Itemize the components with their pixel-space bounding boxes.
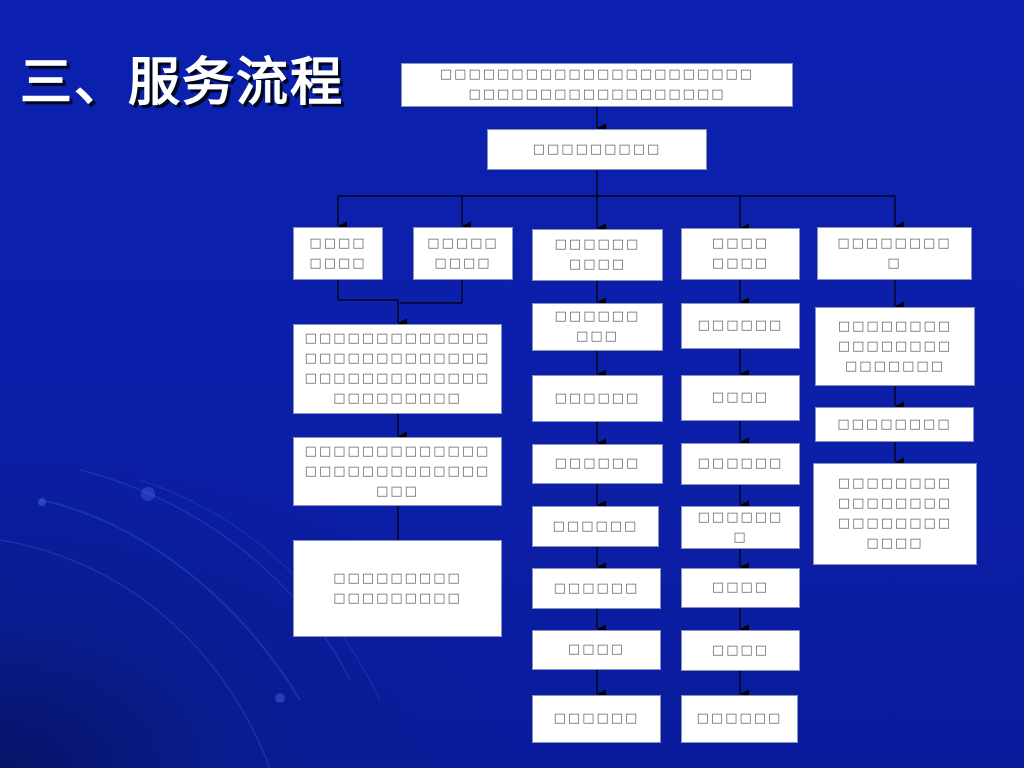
flow-box-c3-step1: □□□□□□ bbox=[681, 303, 800, 349]
flow-box-c2-step1: □□□□□□ □□□ bbox=[532, 303, 663, 351]
flow-box-c1-step3: □□□□□□□□□ □□□□□□□□□ bbox=[293, 540, 502, 637]
flow-box-c4-step1: □□□□□□□□ □□□□□□□□ □□□□□□□ bbox=[815, 307, 975, 386]
flow-box-c2-step6: □□□□ bbox=[532, 630, 661, 670]
flow-box-c2-step5: □□□□□□ bbox=[532, 568, 661, 609]
flow-box-c3-step6: □□□□ bbox=[681, 630, 800, 671]
flow-box-c4-head: □□□□□□□□ □ bbox=[817, 227, 972, 280]
flow-box-c3-step3: □□□□□□ bbox=[681, 443, 800, 485]
flow-box-c3-step2: □□□□ bbox=[681, 375, 800, 421]
slide-title: 三、服务流程 bbox=[20, 53, 345, 113]
flow-box-top: □□□□□□□□□□□□□□□□□□□□□□ □□□□□□□□□□□□□□□□□… bbox=[401, 63, 793, 107]
flow-box-c3-head: □□□□ □□□□ bbox=[681, 228, 800, 280]
flow-box-c4-step3: □□□□□□□□ □□□□□□□□ □□□□□□□□ □□□□ bbox=[813, 463, 977, 565]
flow-box-c3-step5: □□□□ bbox=[681, 568, 800, 608]
flow-box-c2-step7: □□□□□□ bbox=[532, 695, 661, 743]
flow-box-c3-step4: □□□□□□ □ bbox=[681, 506, 800, 549]
flow-box-c2-step2: □□□□□□ bbox=[532, 375, 663, 422]
flow-box-c3-step7: □□□□□□ bbox=[681, 695, 798, 743]
flow-box-c1-step1: □□□□□□□□□□□□□ □□□□□□□□□□□□□ □□□□□□□□□□□□… bbox=[293, 324, 502, 414]
flow-box-c2-head: □□□□□□ □□□□ bbox=[532, 229, 663, 281]
flow-box-c1-step2: □□□□□□□□□□□□□ □□□□□□□□□□□□□ □□□ bbox=[293, 437, 502, 506]
flow-box-c2-step4: □□□□□□ bbox=[532, 506, 659, 547]
flow-box-c2-step3: □□□□□□ bbox=[532, 444, 663, 484]
flow-box-second: □□□□□□□□□ bbox=[487, 129, 707, 170]
flow-box-c1a: □□□□ □□□□ bbox=[293, 227, 383, 280]
flow-box-c4-step2: □□□□□□□□ bbox=[815, 407, 974, 442]
flow-box-c1b: □□□□□ □□□□ bbox=[413, 227, 513, 280]
